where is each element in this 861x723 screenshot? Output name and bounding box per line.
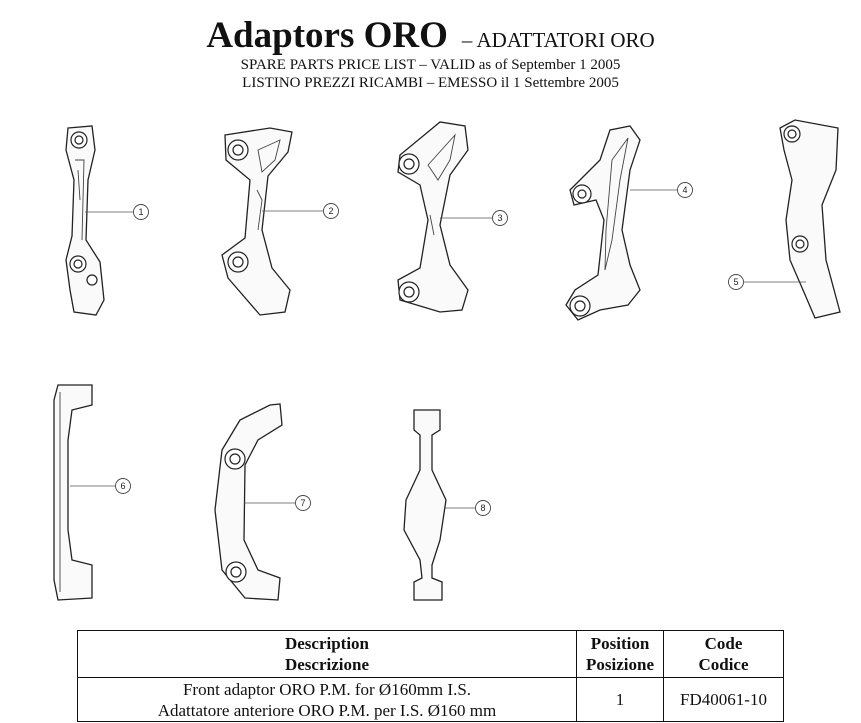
cell-description: Front adaptor ORO P.M. for Ø160mm I.S.Ad… [77, 677, 577, 722]
title-main: Adaptors ORO [206, 15, 448, 56]
svg-text:8: 8 [480, 503, 485, 513]
adaptor-part-4 [565, 125, 641, 321]
callout-7: 7 [244, 495, 311, 511]
cell-position: 1 [576, 677, 664, 722]
svg-text:2: 2 [328, 206, 333, 216]
adaptor-part-8 [403, 409, 447, 601]
callout-8: 8 [444, 500, 491, 516]
svg-text:4: 4 [682, 185, 687, 195]
svg-text:6: 6 [120, 481, 125, 491]
svg-text:1: 1 [138, 207, 143, 217]
callout-3: 3 [440, 210, 508, 226]
adaptor-part-5 [779, 119, 841, 319]
adaptor-part-7 [214, 403, 283, 601]
svg-text:7: 7 [300, 498, 305, 508]
adaptor-part-1 [65, 125, 105, 316]
adaptor-part-3 [397, 121, 469, 313]
callout-1: 1 [85, 204, 149, 220]
adaptor-part-2 [221, 127, 293, 316]
adaptor-part-6 [53, 384, 93, 601]
title-suffix: – ADATTATORI ORO [461, 28, 655, 52]
callout-5: 5 [728, 274, 806, 290]
cell-code: FD40061-10 [663, 677, 784, 722]
callout-2: 2 [262, 203, 339, 219]
svg-text:3: 3 [497, 213, 502, 223]
table-row: Front adaptor ORO P.M. for Ø160mm I.S.Ad… [77, 677, 784, 722]
subtitle-english: SPARE PARTS PRICE LIST – VALID as of Sep… [240, 57, 621, 73]
svg-text:5: 5 [733, 277, 738, 287]
callout-4: 4 [630, 182, 693, 198]
callout-6: 6 [70, 478, 131, 494]
subtitle-italian: LISTINO PREZZI RICAMBI – EMESSO il 1 Set… [242, 75, 619, 91]
page-title: Adaptors ORO – ADATTATORI ORO [0, 14, 861, 57]
